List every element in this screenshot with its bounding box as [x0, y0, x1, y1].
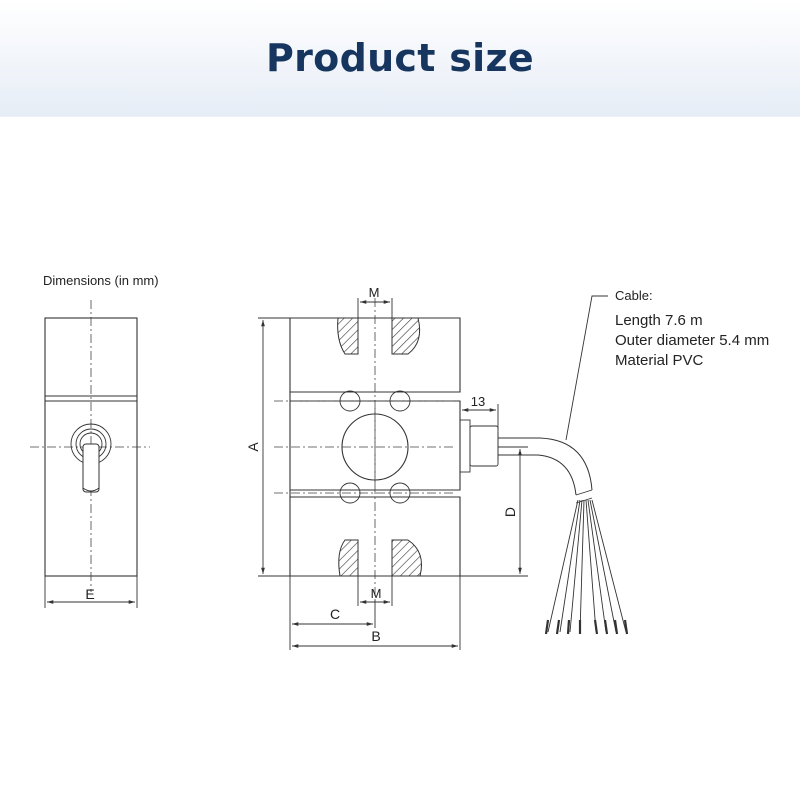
- label-13: 13: [471, 394, 485, 409]
- dimension-d: D: [460, 446, 528, 577]
- label-m-top: M: [369, 285, 380, 300]
- label-m-bottom: M: [371, 586, 382, 601]
- dimension-13: 13: [459, 394, 499, 430]
- hole: [389, 390, 411, 412]
- dimension-c: C: [289, 576, 376, 650]
- side-view: Dimensions (in mm) E: [30, 273, 159, 608]
- dimension-b: B: [292, 576, 461, 650]
- label-b: B: [371, 628, 380, 644]
- side-view-cable-gland: [70, 423, 112, 493]
- label-d: D: [502, 507, 518, 517]
- top-thread-hatch: [337, 317, 421, 355]
- cable-heading: Cable:: [615, 288, 653, 303]
- hole: [339, 482, 361, 504]
- cable-leader: [565, 295, 608, 441]
- cable-length: Length 7.6 m: [615, 312, 703, 329]
- dimension-m-top: M: [357, 285, 393, 318]
- front-view: M M A 13 D: [245, 285, 629, 650]
- bottom-thread-hatch: [338, 539, 422, 577]
- label-c: C: [330, 606, 340, 622]
- cable-note: Cable: Length 7.6 m Outer diameter 5.4 m…: [615, 288, 769, 369]
- hole: [389, 482, 411, 504]
- label-e: E: [85, 586, 94, 602]
- hole: [339, 390, 361, 412]
- dimensions-note: Dimensions (in mm): [43, 273, 159, 288]
- cable-outer-diameter: Outer diameter 5.4 mm: [615, 332, 769, 349]
- cable-connector: [459, 419, 499, 473]
- cable-material: Material PVC: [615, 352, 704, 369]
- page-header: Product size: [0, 0, 800, 117]
- page-title: Product size: [265, 36, 534, 80]
- label-a: A: [245, 442, 261, 452]
- dimension-a: A: [245, 317, 290, 577]
- cable: [498, 437, 629, 635]
- dimension-e: E: [44, 576, 138, 608]
